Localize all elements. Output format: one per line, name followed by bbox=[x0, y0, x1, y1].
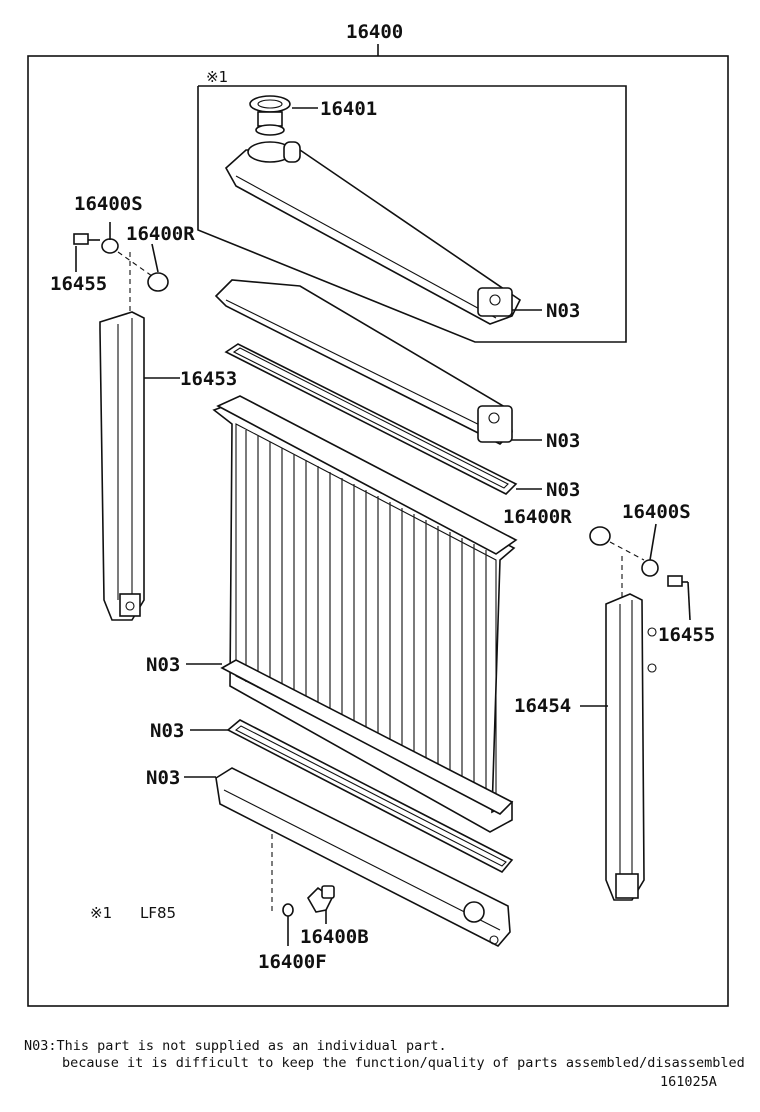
diagram-id: 161025A bbox=[660, 1074, 717, 1090]
label-n03-gasket-top: N03 bbox=[546, 479, 580, 501]
lower-tank-part bbox=[184, 767, 511, 947]
upper-gasket-part bbox=[224, 343, 542, 495]
label-mark-top: ※1 bbox=[206, 68, 228, 86]
label-n03-gasket-bottom: N03 bbox=[150, 720, 184, 742]
label-n03-upper-tank: N03 bbox=[546, 300, 580, 322]
label-16400R-right: 16400R bbox=[503, 506, 572, 528]
upper-tank-subframe bbox=[197, 85, 627, 343]
label-16400S-right: 16400S bbox=[622, 501, 691, 523]
label-16454: 16454 bbox=[514, 695, 571, 717]
label-n03-lower-tank: N03 bbox=[146, 767, 180, 789]
footer-note-line1: N03:This part is not supplied as an indi… bbox=[24, 1038, 447, 1054]
label-legend-code: LF85 bbox=[140, 904, 176, 922]
label-16453: 16453 bbox=[180, 368, 237, 390]
label-n03-core: N03 bbox=[146, 654, 180, 676]
drain-plug-part bbox=[271, 834, 335, 946]
assembly-frame bbox=[27, 44, 729, 1007]
label-n03-lower-tank-top: N03 bbox=[546, 430, 580, 452]
footer-note-line2: because it is difficult to keep the func… bbox=[62, 1055, 745, 1071]
upper-tank-part bbox=[224, 141, 542, 325]
radiator-cap-part bbox=[249, 95, 318, 136]
right-fasteners bbox=[589, 523, 691, 621]
label-16455-left: 16455 bbox=[50, 273, 107, 295]
label-16455-right: 16455 bbox=[658, 624, 715, 646]
upper-tank-lower-part bbox=[214, 279, 542, 445]
left-support-part bbox=[99, 252, 180, 621]
label-16401: 16401 bbox=[320, 98, 377, 120]
radiator-core-part bbox=[186, 395, 518, 833]
right-support-part bbox=[580, 556, 657, 901]
label-16400: 16400 bbox=[346, 21, 403, 43]
lower-gasket-part bbox=[190, 719, 514, 874]
label-16400S-left: 16400S bbox=[74, 193, 143, 215]
label-legend-mark: ※1 bbox=[90, 904, 112, 922]
label-16400B: 16400B bbox=[300, 926, 369, 948]
left-fasteners bbox=[73, 222, 169, 292]
label-16400R-left: 16400R bbox=[126, 223, 195, 245]
label-16400F: 16400F bbox=[258, 951, 327, 973]
